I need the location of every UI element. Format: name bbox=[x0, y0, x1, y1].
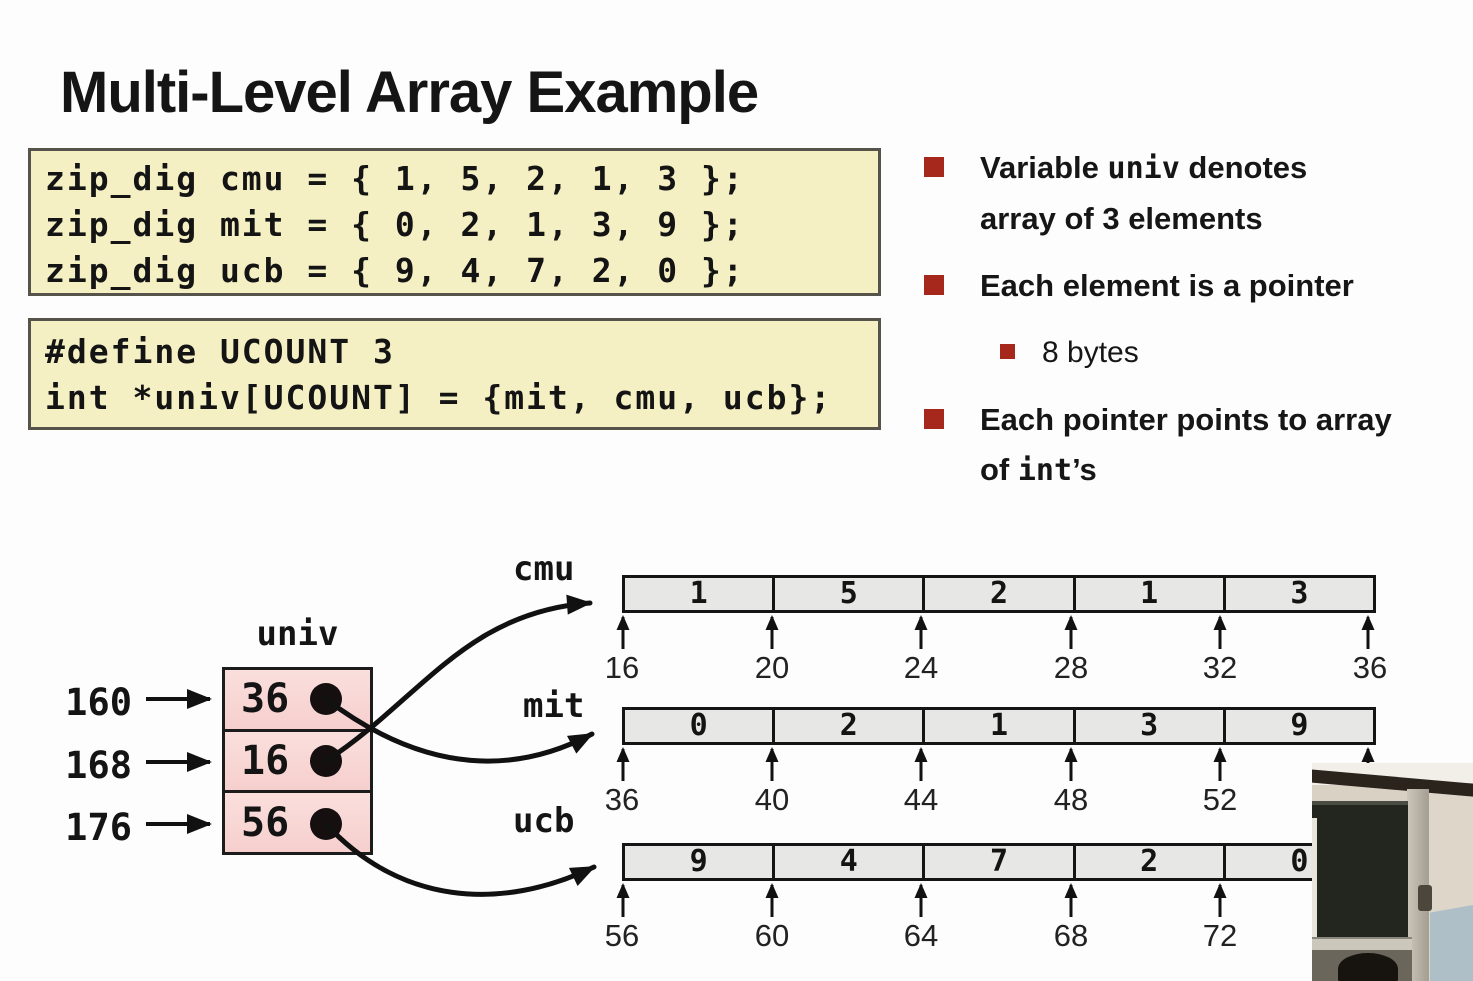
address-tick-label: 48 bbox=[1053, 782, 1089, 817]
address-tick-label: 36 bbox=[1352, 650, 1388, 685]
pointer-cell: 56 bbox=[225, 790, 370, 853]
address-tick-label: 56 bbox=[604, 918, 640, 953]
bullet-line: array of 3 elements bbox=[980, 201, 1263, 236]
bullet-item-univ-denotes: Variable univ denotes array of 3 element… bbox=[920, 143, 1473, 244]
bullet-text-mono: int bbox=[1017, 453, 1073, 488]
univ-pointer-array: 36 16 56 bbox=[222, 667, 373, 855]
address-tick-label: 20 bbox=[754, 650, 790, 685]
bullet-subitem-8-bytes: 8 bytes bbox=[920, 328, 1473, 378]
pointer-value: 36 bbox=[241, 676, 290, 723]
address-tick-label: 16 bbox=[604, 650, 640, 685]
code-line: int *univ[UCOUNT] = {mit, cmu, ucb}; bbox=[45, 378, 833, 417]
address-tick-label: 32 bbox=[1202, 650, 1238, 685]
code-line: zip_dig ucb = { 9, 4, 7, 2, 0 }; bbox=[45, 251, 745, 290]
video-blackboard bbox=[1312, 801, 1408, 937]
code-line: #define UCOUNT 3 bbox=[45, 332, 395, 371]
address-tick-label: 64 bbox=[903, 918, 939, 953]
bullet-text-mono: univ bbox=[1107, 151, 1180, 186]
pointer-value: 16 bbox=[241, 738, 290, 784]
array-cell: 0 bbox=[689, 708, 708, 743]
ucb-int-array: 9 4 7 2 0 bbox=[622, 843, 1376, 881]
address-tick-label: 68 bbox=[1053, 918, 1089, 953]
bullet-line: of int’s bbox=[980, 445, 1473, 496]
array-cell: 7 bbox=[922, 846, 1072, 878]
bullet-square-icon bbox=[924, 409, 944, 429]
bullet-item-pointer-to-array: Each pointer points to array of int’s bbox=[920, 395, 1473, 496]
univ-array-label: univ bbox=[256, 614, 339, 654]
address-tick-label: 60 bbox=[754, 918, 790, 953]
slide-title: Multi-Level Array Example bbox=[60, 59, 759, 125]
mit-int-array: 0 2 1 3 9 bbox=[622, 707, 1376, 745]
address-tick-label: 24 bbox=[903, 650, 939, 685]
array-cell: 3 bbox=[1072, 710, 1223, 742]
bullet-text: Variable bbox=[980, 150, 1108, 185]
bullet-line: Variable univ denotes bbox=[980, 143, 1473, 194]
bullet-line: Each element is a pointer bbox=[980, 268, 1354, 303]
bullet-text: denotes bbox=[1179, 150, 1308, 185]
array-cell: 1 bbox=[1072, 578, 1223, 610]
array-cell: 2 bbox=[922, 578, 1072, 610]
video-board-edge bbox=[1312, 818, 1317, 948]
bullet-item-element-pointer: Each element is a pointer bbox=[920, 261, 1473, 311]
address-tick-label: 44 bbox=[903, 782, 939, 817]
code-block-univ-definition: #define UCOUNT 3 int *univ[UCOUNT] = {mi… bbox=[28, 318, 881, 430]
address-tick-label: 40 bbox=[754, 782, 790, 817]
array-cell: 1 bbox=[922, 710, 1072, 742]
code-line: zip_dig mit = { 0, 2, 1, 3, 9 }; bbox=[45, 205, 745, 244]
bullet-line: 8 bytes bbox=[1042, 336, 1139, 369]
video-person-silhouette bbox=[1338, 953, 1398, 981]
bullet-square-icon bbox=[1000, 344, 1015, 359]
array-cell: 3 bbox=[1222, 578, 1373, 610]
pointer-cell: 36 bbox=[225, 670, 370, 729]
array-cell: 5 bbox=[772, 578, 922, 610]
address-label: 168 bbox=[65, 744, 132, 787]
video-chair bbox=[1430, 905, 1473, 981]
pointer-value: 56 bbox=[241, 799, 290, 846]
bullet-list: Variable univ denotes array of 3 element… bbox=[920, 143, 1473, 513]
address-tick-label: 36 bbox=[604, 782, 640, 817]
bullet-text: of bbox=[980, 452, 1018, 487]
array-cell: 9 bbox=[689, 844, 708, 879]
array-cell: 4 bbox=[772, 846, 922, 878]
address-arrow bbox=[146, 689, 212, 834]
address-tick-label: 72 bbox=[1202, 918, 1238, 953]
array-cell: 1 bbox=[689, 576, 708, 611]
address-label: 160 bbox=[65, 681, 132, 724]
address-tick-label: 52 bbox=[1202, 782, 1238, 817]
bullet-square-icon bbox=[924, 275, 944, 295]
ucb-array-label: ucb bbox=[513, 801, 575, 841]
pointer-cell: 16 bbox=[225, 728, 370, 791]
address-tick-label: 28 bbox=[1053, 650, 1089, 685]
cmu-array-label: cmu bbox=[513, 549, 575, 589]
mit-array-label: mit bbox=[523, 686, 585, 726]
code-block-zip-dig-arrays: zip_dig cmu = { 1, 5, 2, 1, 3 }; zip_dig… bbox=[28, 148, 881, 296]
cmu-int-array: 1 5 2 1 3 bbox=[622, 575, 1376, 613]
array-cell: 2 bbox=[772, 710, 922, 742]
video-chalk-tray bbox=[1312, 937, 1412, 950]
bullet-square-icon bbox=[924, 157, 944, 177]
video-door-handle bbox=[1418, 885, 1432, 911]
code-line: zip_dig cmu = { 1, 5, 2, 1, 3 }; bbox=[45, 159, 745, 198]
bullet-text: ’s bbox=[1072, 452, 1097, 487]
array-cell: 9 bbox=[1222, 710, 1373, 742]
webcam-video-overlay[interactable] bbox=[1312, 763, 1473, 981]
bullet-line: Each pointer points to array bbox=[980, 402, 1392, 437]
address-label: 176 bbox=[65, 806, 132, 849]
array-cell: 2 bbox=[1072, 846, 1223, 878]
array-cell: 0 bbox=[1222, 846, 1373, 878]
